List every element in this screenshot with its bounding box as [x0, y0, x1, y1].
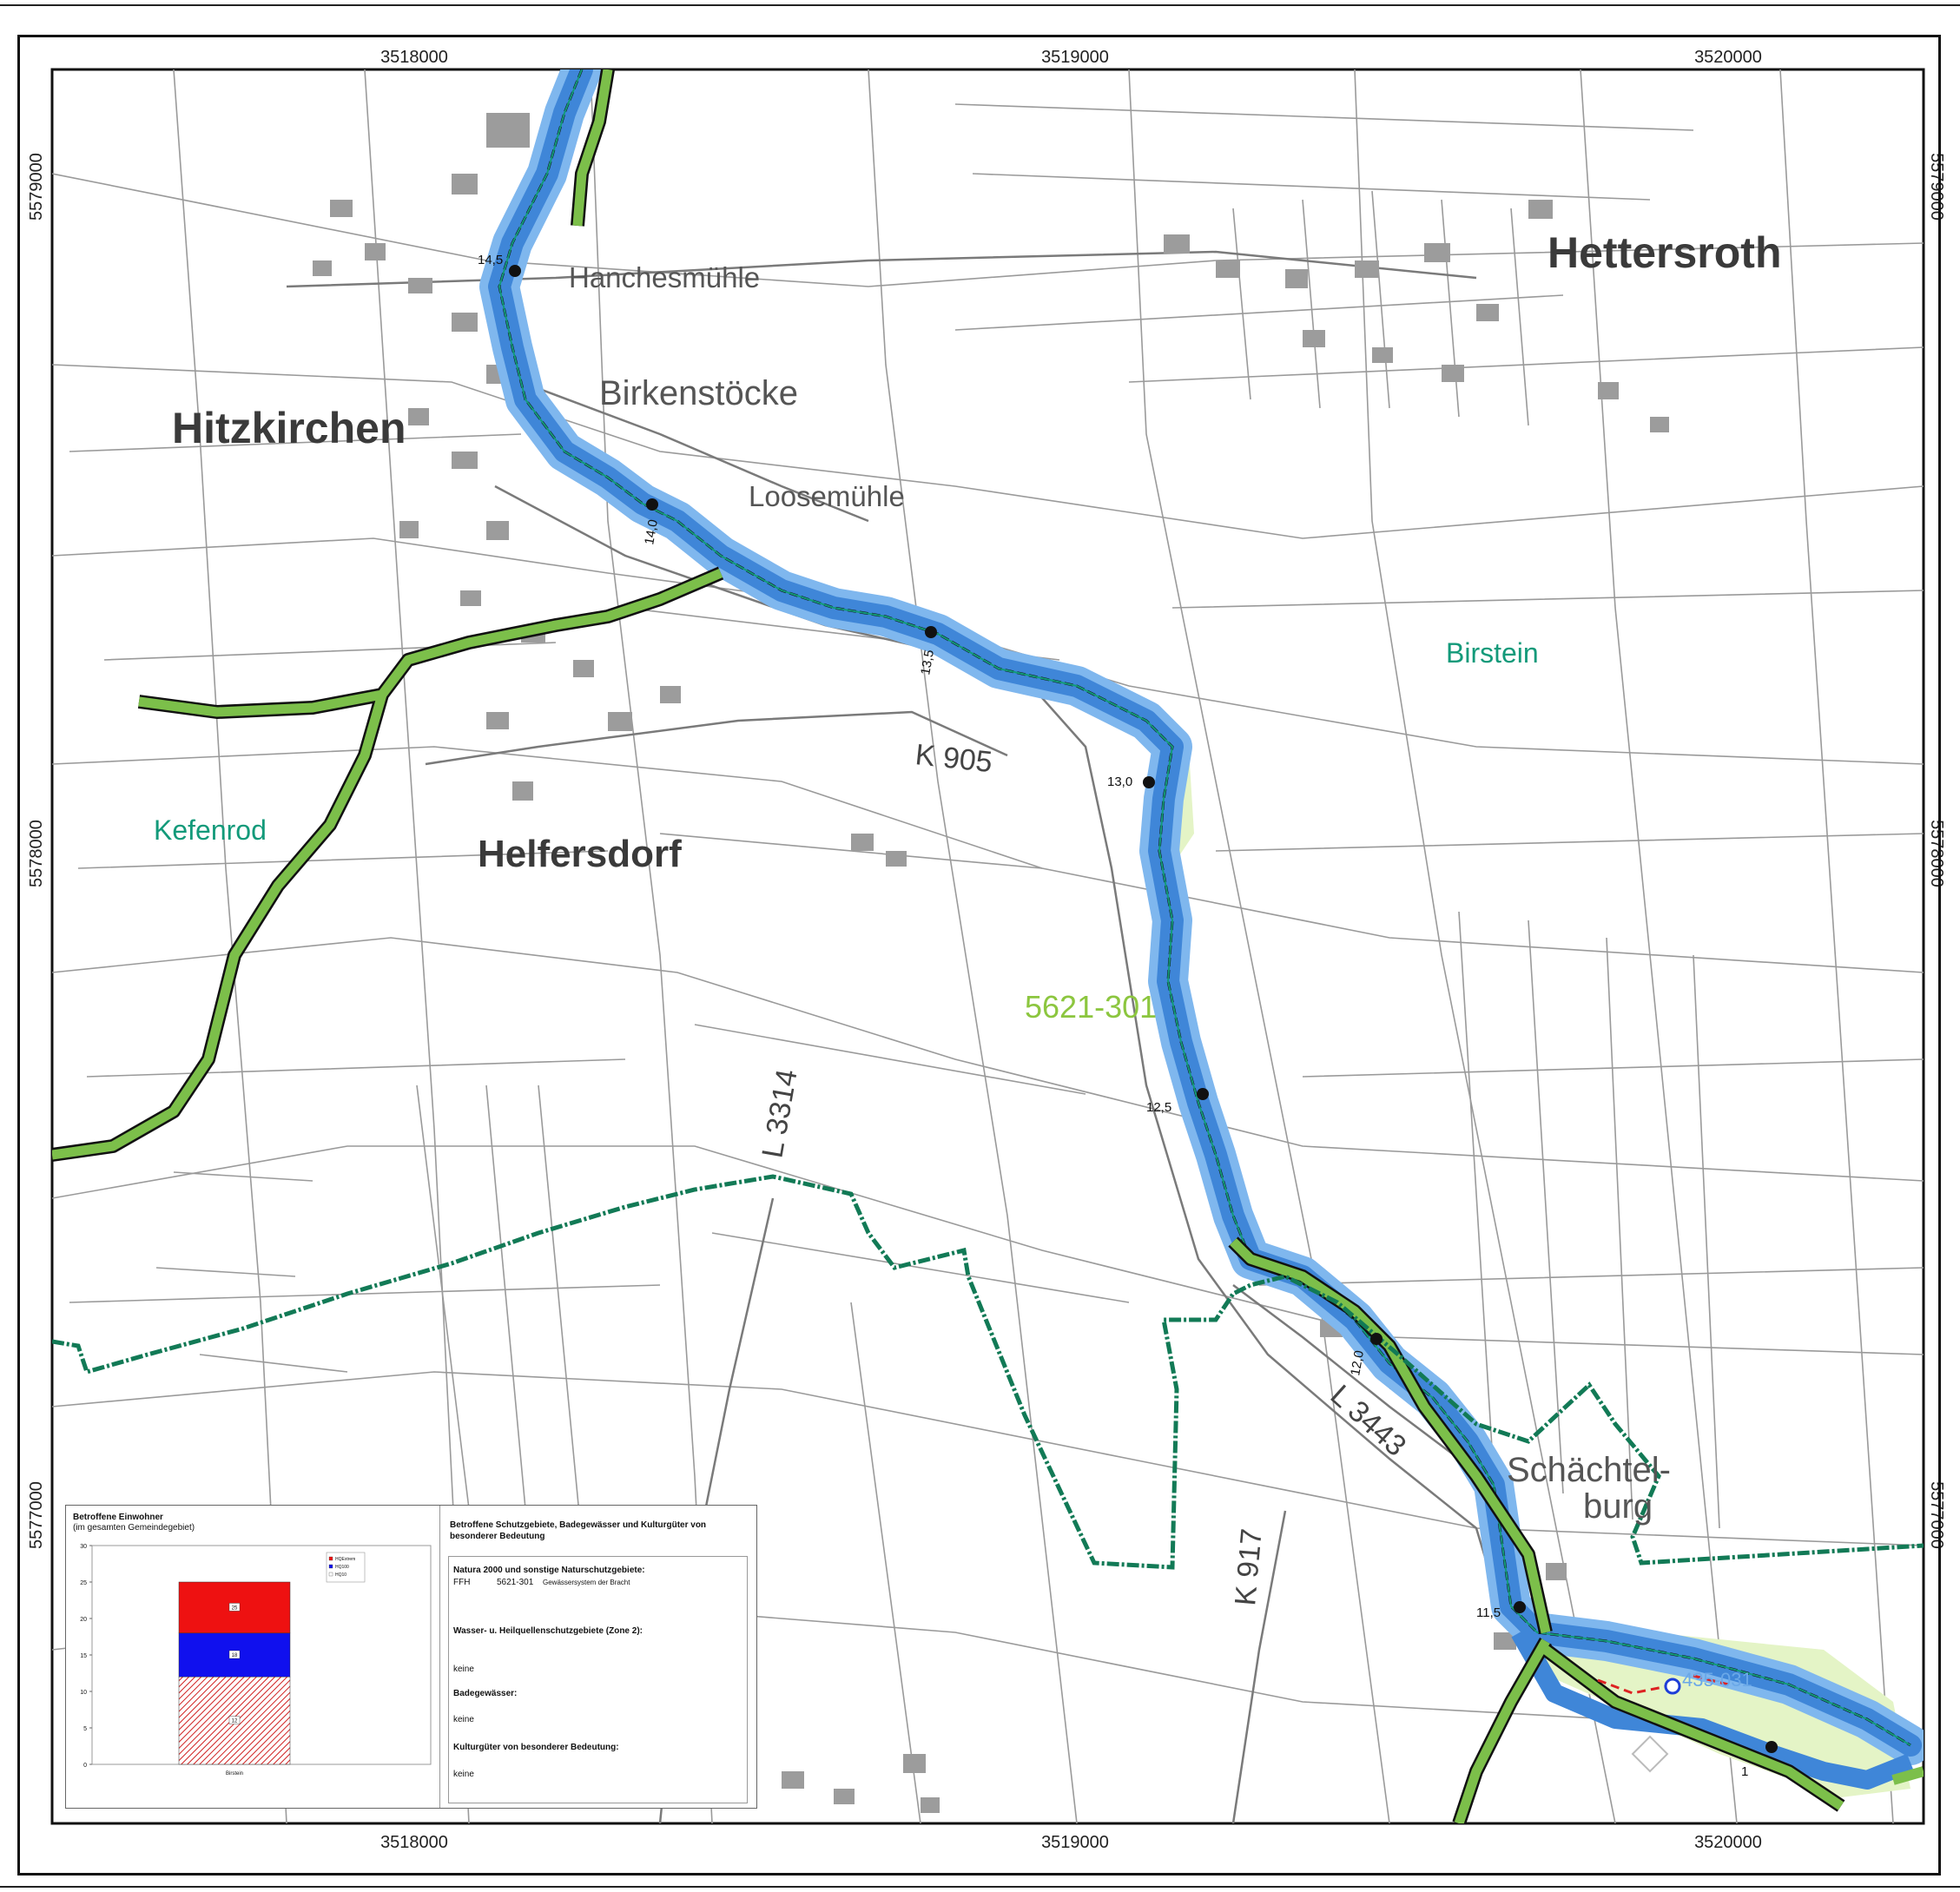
buildings: [313, 113, 1669, 1813]
coordinate-labels: 3518000 3519000 3520000 3518000 3519000 …: [27, 48, 1946, 1852]
ffh-type: FFH: [453, 1578, 471, 1587]
inhabitants-panel: Betroffene Einwohner (im gesamten Gemein…: [66, 1506, 440, 1808]
road-label-k905: K 905: [914, 738, 993, 779]
place-birkenstoecke: Birkenstöcke: [599, 374, 798, 412]
river-km-label: 1: [1741, 1764, 1748, 1779]
protected-areas-list: Natura 2000 und sonstige Naturschutzgebi…: [448, 1556, 748, 1803]
place-schaechtelburg-line2: burg: [1583, 1487, 1653, 1526]
coord-x-bottom-1: 3518000: [380, 1833, 448, 1852]
protected-areas-panel: Betroffene Schutzgebiete, Badegewässer u…: [441, 1506, 756, 1808]
bottom-rule: [0, 1886, 1960, 1888]
road-label-k917: K 917: [1229, 1527, 1269, 1607]
map-frame: [17, 35, 1941, 1876]
flood-extent-lower-branch: [1511, 1627, 1915, 1790]
coord-x-top-2: 3519000: [1041, 48, 1109, 67]
legend-swatch: [328, 1556, 333, 1561]
river-km-label: 12,0: [1348, 1349, 1367, 1377]
legend-swatch: [328, 1564, 333, 1569]
natura-heading: Natura 2000 und sonstige Naturschutzgebi…: [453, 1566, 645, 1575]
culture-heading: Kulturgüter von besonderer Bedeutung:: [453, 1743, 619, 1752]
river-km-label: 14,0: [642, 518, 661, 546]
river-centerline: [498, 69, 1911, 1746]
water-feature: [1631, 1735, 1669, 1773]
place-hitzkirchen: Hitzkirchen: [172, 404, 406, 452]
y-tick-label: 25: [80, 1580, 87, 1586]
coord-y-right-2: 5578000: [1927, 820, 1946, 887]
place-hanchesmuehle: Hanchesmühle: [569, 261, 760, 293]
river-km-label: 11,5: [1476, 1605, 1501, 1620]
coord-x-bottom-3: 3520000: [1694, 1833, 1762, 1852]
water-protection-value: keine: [453, 1665, 474, 1674]
chart-legend: [326, 1552, 366, 1583]
y-tick-label: 20: [80, 1617, 87, 1623]
y-tick-label: 5: [83, 1726, 87, 1732]
river-km-label: 14,5: [478, 253, 503, 267]
y-tick-label: 0: [83, 1763, 87, 1769]
ffh-id: 5621-301: [497, 1578, 534, 1587]
protected-areas-title: Betroffene Schutzgebiete, Badegewässer u…: [450, 1520, 707, 1541]
place-helfersdorf: Helfersdorf: [478, 833, 682, 875]
bathing-heading: Badegewässer:: [453, 1689, 518, 1698]
inhabitants-subtitle: (im gesamten Gemeindegebiet): [73, 1523, 195, 1533]
culture-value: keine: [453, 1770, 474, 1779]
coord-y-right-1: 5579000: [1927, 153, 1946, 221]
y-tick-label: 30: [80, 1544, 87, 1550]
top-rule: [0, 4, 1960, 6]
coord-x-top-3: 3520000: [1694, 48, 1762, 67]
river-km-label: 13,5: [918, 649, 937, 676]
y-tick-label: 10: [80, 1690, 87, 1696]
river-km-markers: [509, 265, 1778, 1753]
municipal-boundary: [52, 69, 1924, 1823]
legend-entry: HQ10: [335, 1572, 346, 1578]
data-label-box: [228, 1716, 241, 1724]
municipality-kefenrod: Kefenrod: [154, 814, 267, 846]
coord-x-bottom-2: 3519000: [1041, 1833, 1109, 1852]
coord-y-left-1: 5579000: [27, 153, 46, 221]
coord-y-left-3: 5577000: [27, 1481, 46, 1549]
data-label: 12: [232, 1719, 238, 1724]
legend-box: Betroffene Einwohner (im gesamten Gemein…: [65, 1505, 757, 1809]
ffh-area-label: 5621-301: [1025, 989, 1157, 1025]
place-loosemuehle: Loosemühle: [749, 480, 905, 512]
coord-y-left-2: 5578000: [27, 820, 46, 887]
municipality-birstein: Birstein: [1446, 637, 1539, 669]
data-label: 18: [232, 1653, 238, 1658]
place-schaechtelburg-line1: Schächtel-: [1507, 1451, 1671, 1489]
data-label: 25: [232, 1605, 238, 1611]
data-label-box: [228, 1650, 241, 1659]
river-km-label: 13,0: [1107, 775, 1132, 789]
ffh-name: Gewässersystem der Bracht: [543, 1579, 630, 1586]
ffh-boundary: [52, 1174, 1924, 1570]
place-hettersroth: Hettersroth: [1548, 228, 1781, 277]
data-label-box: [228, 1603, 241, 1612]
river-km-label: 12,5: [1146, 1100, 1171, 1115]
coord-y-right-3: 5577000: [1927, 1481, 1946, 1549]
legend-entry: HQExtrem: [335, 1557, 355, 1562]
coord-x-top-1: 3518000: [380, 48, 448, 67]
water-protection-heading: Wasser- u. Heilquellenschutzgebiete (Zon…: [453, 1626, 643, 1636]
water-body-symbol: [1664, 1678, 1681, 1695]
legend-entry: HQ100: [335, 1565, 349, 1570]
parcel-lines: [52, 69, 1924, 1823]
inhabitants-title: Betroffene Einwohner: [73, 1513, 163, 1522]
x-category-label: Birstein: [226, 1771, 243, 1777]
bathing-value: keine: [453, 1715, 474, 1724]
water-body-boundary: [1597, 1674, 1729, 1695]
y-tick-label: 15: [80, 1653, 87, 1659]
water-body-id-label: 435-031: [1682, 1669, 1752, 1691]
legend-swatch: [328, 1572, 333, 1577]
